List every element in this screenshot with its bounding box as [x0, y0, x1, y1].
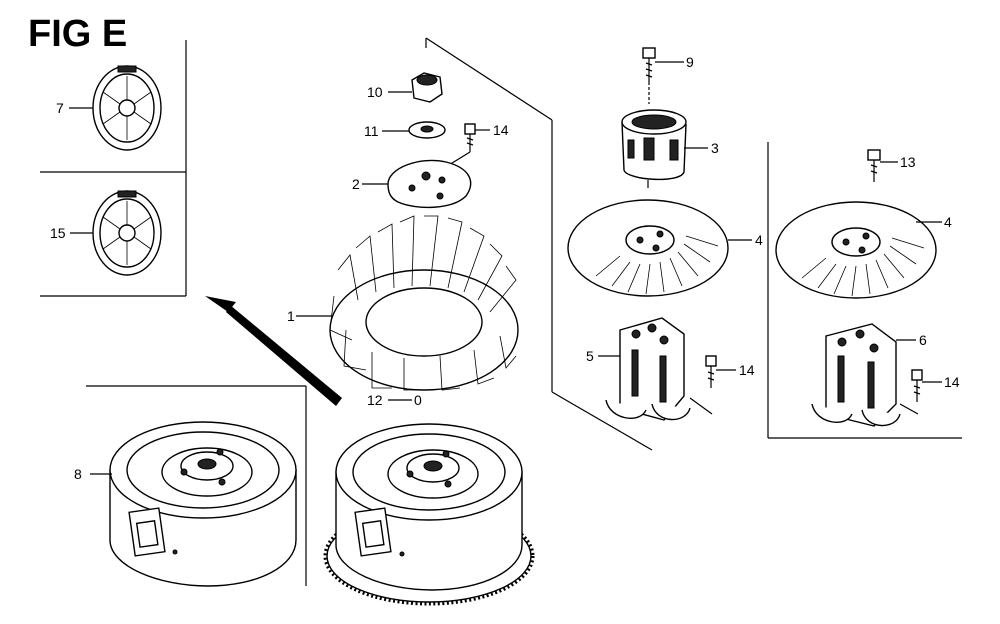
callout-3: 3 [711, 140, 719, 156]
callout-6: 6 [919, 332, 927, 348]
callout-1: 1 [287, 308, 295, 324]
part-3-starter-cup [621, 109, 708, 188]
callout-5: 5 [586, 348, 594, 364]
callout-12-marker: 0 [414, 392, 422, 408]
flywheel-with-ring-gear [323, 423, 535, 606]
callout-8: 8 [74, 466, 82, 482]
callout-15: 15 [50, 225, 66, 241]
inset-frame-left [40, 40, 187, 297]
part-5-mounting-bracket [598, 317, 713, 421]
callout-12: 12 [367, 392, 383, 408]
inset-frame-right [767, 142, 962, 439]
part-8-flywheel [90, 421, 297, 587]
part-4-screen-grid-right [775, 201, 942, 299]
part-9-bolt [642, 47, 684, 104]
part-11-washer [382, 121, 446, 139]
direction-arrow [205, 296, 342, 406]
callout-7: 7 [56, 100, 64, 116]
part-4-screen-grid-center [567, 199, 752, 297]
callout-4b: 4 [944, 214, 952, 230]
part-14-bolt-center [443, 123, 490, 169]
callout-14a: 14 [493, 122, 509, 138]
part-14-bolt-far-right [911, 369, 942, 402]
callout-2: 2 [352, 176, 360, 192]
part-7-starter-pulley [69, 65, 162, 151]
callout-9: 9 [686, 54, 694, 70]
callout-10: 10 [367, 84, 383, 100]
part-15-starter-pulley [70, 190, 162, 276]
callout-13: 13 [900, 154, 916, 170]
callout-11: 11 [364, 123, 379, 139]
part-13-bolt [867, 149, 898, 182]
explode-frame-bottom-left [86, 385, 307, 586]
callout-14c: 14 [944, 374, 960, 390]
part-14-bolt-right [705, 355, 736, 388]
part-6-mounting-bracket [811, 323, 919, 427]
figure-title: FIG E [28, 13, 127, 55]
part-1-cooling-fan [296, 215, 519, 391]
callout-14b: 14 [739, 362, 755, 378]
part-10-nut [388, 72, 443, 103]
callout-4a: 4 [755, 232, 763, 248]
explode-frame-center [425, 37, 653, 451]
part-2-plate [362, 159, 472, 209]
